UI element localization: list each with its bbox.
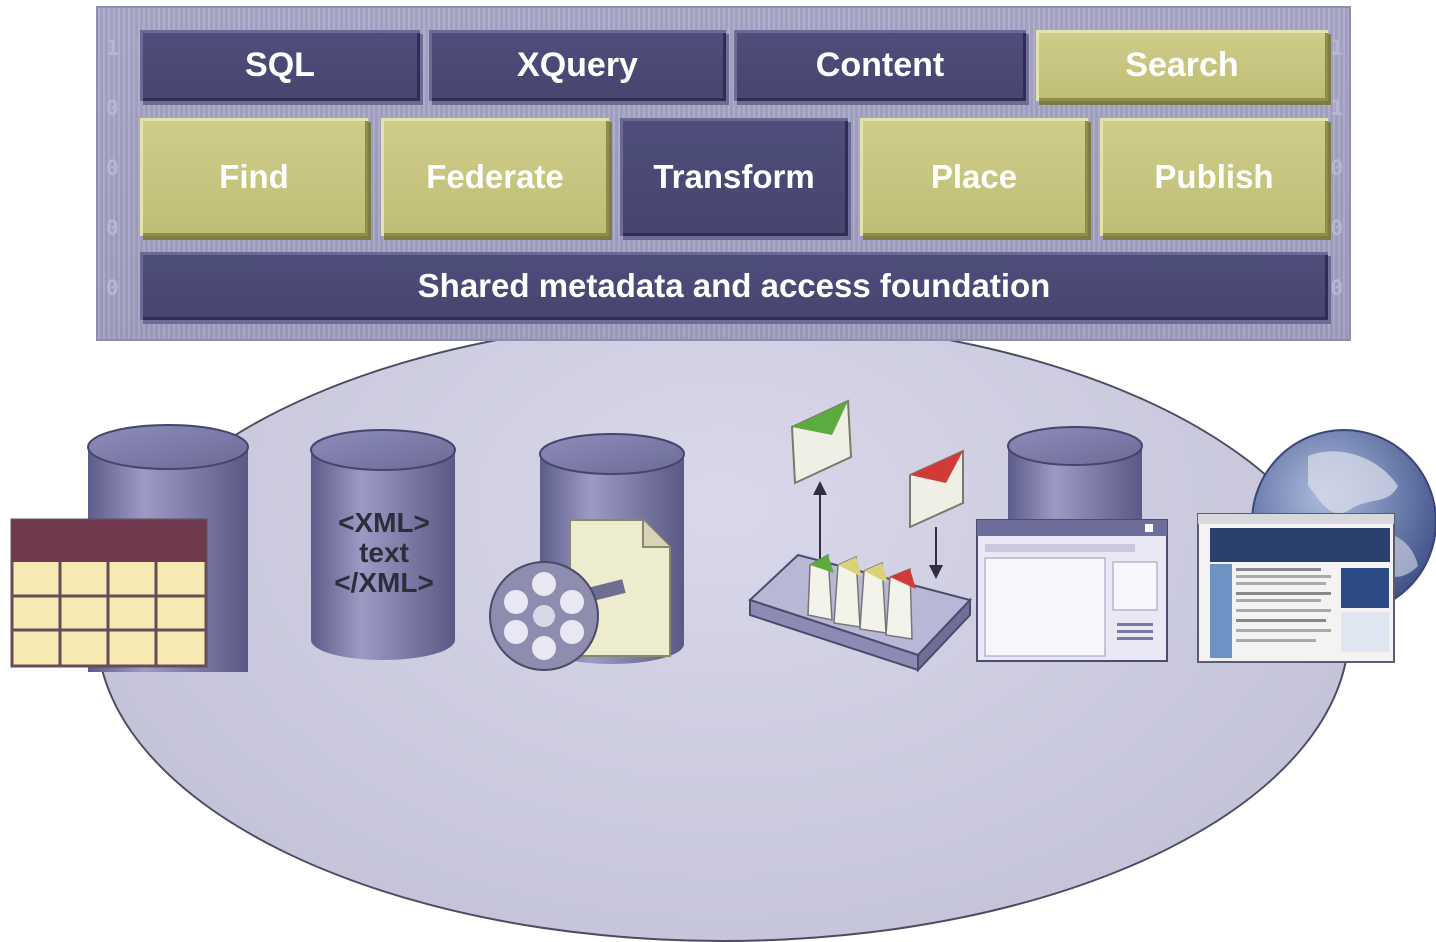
incoming-mail-icon	[909, 449, 964, 529]
table-icon	[10, 518, 208, 668]
xml-close-tag: </XML>	[334, 567, 434, 598]
xml-text-word: text	[359, 537, 409, 568]
transform-block: Transform	[620, 118, 848, 236]
content-block: Content	[734, 30, 1026, 101]
foundation-block: Shared metadata and access foundation	[140, 252, 1328, 320]
xquery-block: XQuery	[429, 30, 726, 101]
web-page-icon	[1197, 513, 1395, 663]
application-window-icon	[976, 519, 1168, 662]
xml-database-icon	[310, 429, 456, 660]
binary-pattern-left: 1 0 0 0 0	[106, 36, 119, 300]
publish-block: Publish	[1100, 118, 1328, 236]
binary-pattern-right: 1 1 0 0 0	[1330, 36, 1343, 300]
federate-block: Federate	[381, 118, 609, 236]
xml-open-tag: <XML>	[338, 507, 430, 538]
outgoing-mail-icon	[790, 399, 853, 485]
film-reel-icon	[489, 561, 626, 671]
xml-text-label: <XML> text </XML>	[314, 508, 454, 598]
mail-folders-icon	[748, 399, 972, 673]
find-block: Find	[140, 118, 368, 236]
search-block: Search	[1036, 30, 1328, 101]
architecture-panel: 1 0 0 0 0 1 1 0 0 0 SQL XQuery Content S…	[96, 6, 1351, 341]
place-block: Place	[860, 118, 1088, 236]
sql-block: SQL	[140, 30, 420, 101]
